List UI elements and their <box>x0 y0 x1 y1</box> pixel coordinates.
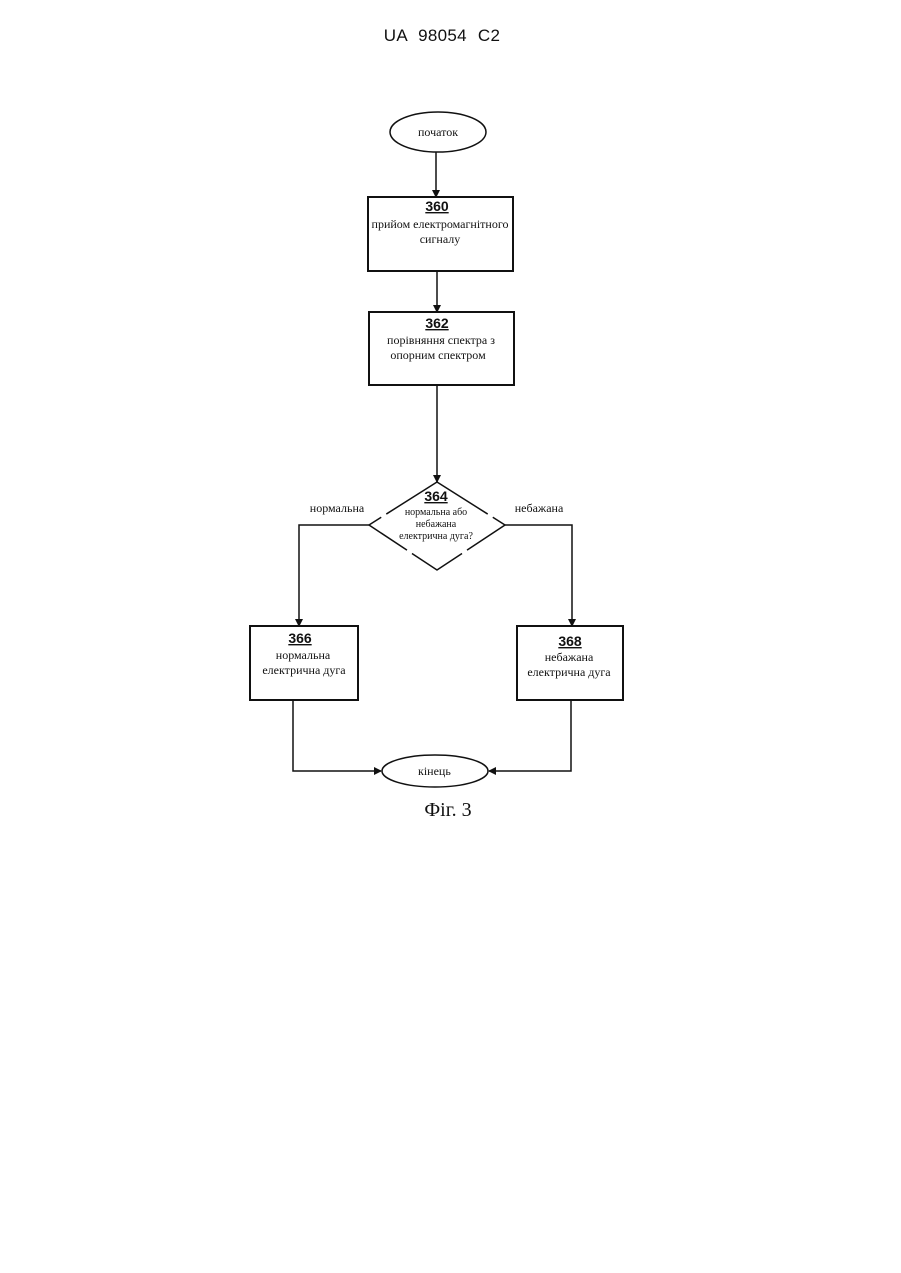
step-number-362: 362 <box>425 315 449 331</box>
step-text-368-line2: електрична дуга <box>527 665 611 679</box>
step-text-368-line1: небажана <box>545 650 594 664</box>
process-box-368: 368 небажана електрична дуга <box>517 626 623 700</box>
step-text-366-line1: нормальна <box>276 648 331 662</box>
process-box-362: 362 порівняння спектра з опорним спектро… <box>369 312 514 385</box>
decision-diamond-364: 364 нормальна або небажана електрична ду… <box>369 482 505 570</box>
step-text-362-line2: опорним спектром <box>390 348 486 362</box>
step-number-366: 366 <box>288 630 312 646</box>
process-box-360: 360 прийом електромагнітного сигналу <box>368 197 513 271</box>
branch-label-left: нормальна <box>310 501 365 515</box>
decision-text-364-line3: електрична дуга? <box>399 531 473 542</box>
step-text-360-line1: прийом електромагнітного <box>372 217 509 231</box>
end-label: кінець <box>418 764 451 778</box>
step-number-364: 364 <box>424 488 448 504</box>
step-text-360-line2: сигналу <box>420 232 461 246</box>
connector-364-366 <box>299 525 369 626</box>
step-number-368: 368 <box>558 633 582 649</box>
figure-caption: Фіг. 3 <box>424 799 471 821</box>
decision-text-364-line2: небажана <box>416 519 457 530</box>
step-text-362-line1: порівняння спектра з <box>387 333 495 347</box>
start-terminator: початок <box>390 112 486 152</box>
decision-text-364-line1: нормальна або <box>405 507 467 518</box>
step-number-360: 360 <box>425 198 449 214</box>
branch-label-right: небажана <box>515 501 564 515</box>
process-box-366: 366 нормальна електрична дуга <box>250 626 358 700</box>
step-text-366-line2: електрична дуга <box>262 663 346 677</box>
start-label: початок <box>418 125 458 139</box>
connector-366-end <box>293 700 381 771</box>
end-terminator: кінець <box>382 755 488 787</box>
connector-368-end <box>489 700 571 771</box>
connector-364-368 <box>505 525 572 626</box>
